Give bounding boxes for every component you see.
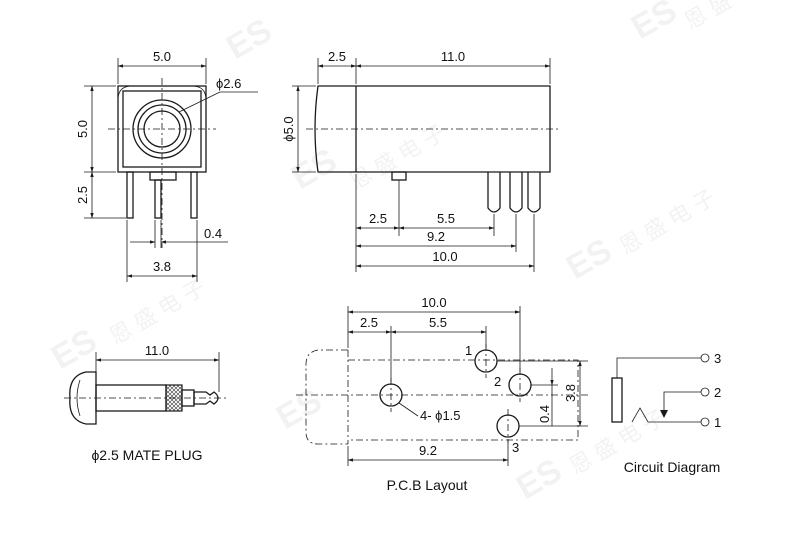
dim-pin-span: 3.8 [153,259,171,274]
front-pin-left [126,171,134,219]
plug-cap [69,371,97,425]
front-corner [191,85,207,101]
circuit-pin-label-1: 1 [714,415,721,430]
circuit-pin-label-2: 2 [714,385,721,400]
pcb-pin-label-1: 1 [465,343,472,358]
side-pin-2 [509,172,523,213]
dim-pin-length: 2.5 [75,186,90,204]
side-pin-1 [487,172,501,213]
dim-side-pin-gap: 5.5 [437,211,455,226]
watermark-group: ES 恩 盛 电 子 ES 恩 盛 电 子 ES ES 恩 盛 电 子 ES 恩… [45,0,785,507]
watermark-brand: ES [45,321,103,377]
side-boss [391,171,407,181]
dim-side-to-pin3: 9.2 [427,229,445,244]
pcb-footprint-front [305,349,348,445]
side-pin-3 [527,172,541,213]
plug-cap-detail [76,379,81,417]
circuit-terminal-3 [700,353,710,363]
pcb-layout-view: 1 2 3 10.0 2.5 5.5 4- ϕ1.5 9.2 0.4 3.8 P… [296,295,590,493]
dim-pin-width: 0.4 [204,226,222,241]
watermark-brand: ES [510,451,568,507]
dim-pcb-hole-gap: 5.5 [429,315,447,330]
watermark-brand: ES [625,0,683,47]
pcb-pin-label-2: 2 [494,374,501,389]
plug-caption: ϕ2.5 MATE PLUG [91,447,202,463]
dim-front-height: 5.0 [75,120,90,138]
dim-pcb-holes: 4- ϕ1.5 [420,408,461,423]
pcb-pin-label-3: 3 [512,440,519,455]
circuit-pin-label-3: 3 [714,351,721,366]
watermark-cn: 恩 盛 电 子 [105,275,210,350]
dim-front-width: 5.0 [153,49,171,64]
watermark-cn: 恩 盛 电 子 [345,120,450,195]
watermark-brand: ES [220,11,278,67]
dim-plug-length: 11.0 [145,343,169,358]
dim-side-front: 2.5 [328,49,346,64]
front-pin-right [190,171,198,219]
dim-pcb-offset-small: 0.4 [537,405,552,423]
circuit-switch-arrow [660,410,668,418]
pcb-caption: P.C.B Layout [387,477,468,493]
circuit-terminal-2 [700,387,710,397]
watermark-cn: 恩 盛 电 子 [680,0,785,34]
dim-pcb-total: 10.0 [421,295,446,310]
leader-hole [178,91,221,113]
circuit-wire-2 [663,391,701,416]
watermark-cn: 恩 盛 电 子 [615,185,720,260]
side-body-outline [314,85,551,173]
plug-tip [193,391,219,405]
dim-side-to-pin1: 2.5 [369,211,387,226]
watermark-brand: ES [560,231,618,287]
circuit-diagram: 3 2 1 Circuit Diagram [611,351,721,475]
dim-hole-dia: ϕ2.6 [216,76,241,91]
circuit-caption: Circuit Diagram [624,459,720,475]
circuit-wire-3 [616,357,701,378]
circuit-wire-1 [631,407,701,423]
watermark-brand: ES [285,141,343,197]
front-boss [149,171,177,181]
leader-holes [398,402,419,417]
plug-view: 11.0 ϕ2.5 MATE PLUG [64,343,226,463]
front-corner [117,85,133,101]
dim-side-total: 10.0 [432,249,457,264]
dim-side-dia: ϕ5.0 [281,116,296,141]
circuit-terminal-1 [700,417,710,427]
watermark-brand: ES [270,381,328,437]
dim-pcb-to-hole: 2.5 [360,315,378,330]
dim-pcb-to-pin3: 9.2 [419,443,437,458]
dim-side-length: 11.0 [441,49,465,64]
pcb-footprint-body [348,359,579,441]
front-pin-middle [154,179,162,219]
dim-pcb-offset-large: 3.8 [563,384,578,402]
side-view: 2.5 11.0 ϕ5.0 2.5 5.5 9.2 10.0 [281,49,560,272]
front-view: 5.0 5.0 2.5 ϕ2.6 0.4 3.8 [75,49,258,282]
circuit-sleeve-contact [611,377,623,423]
